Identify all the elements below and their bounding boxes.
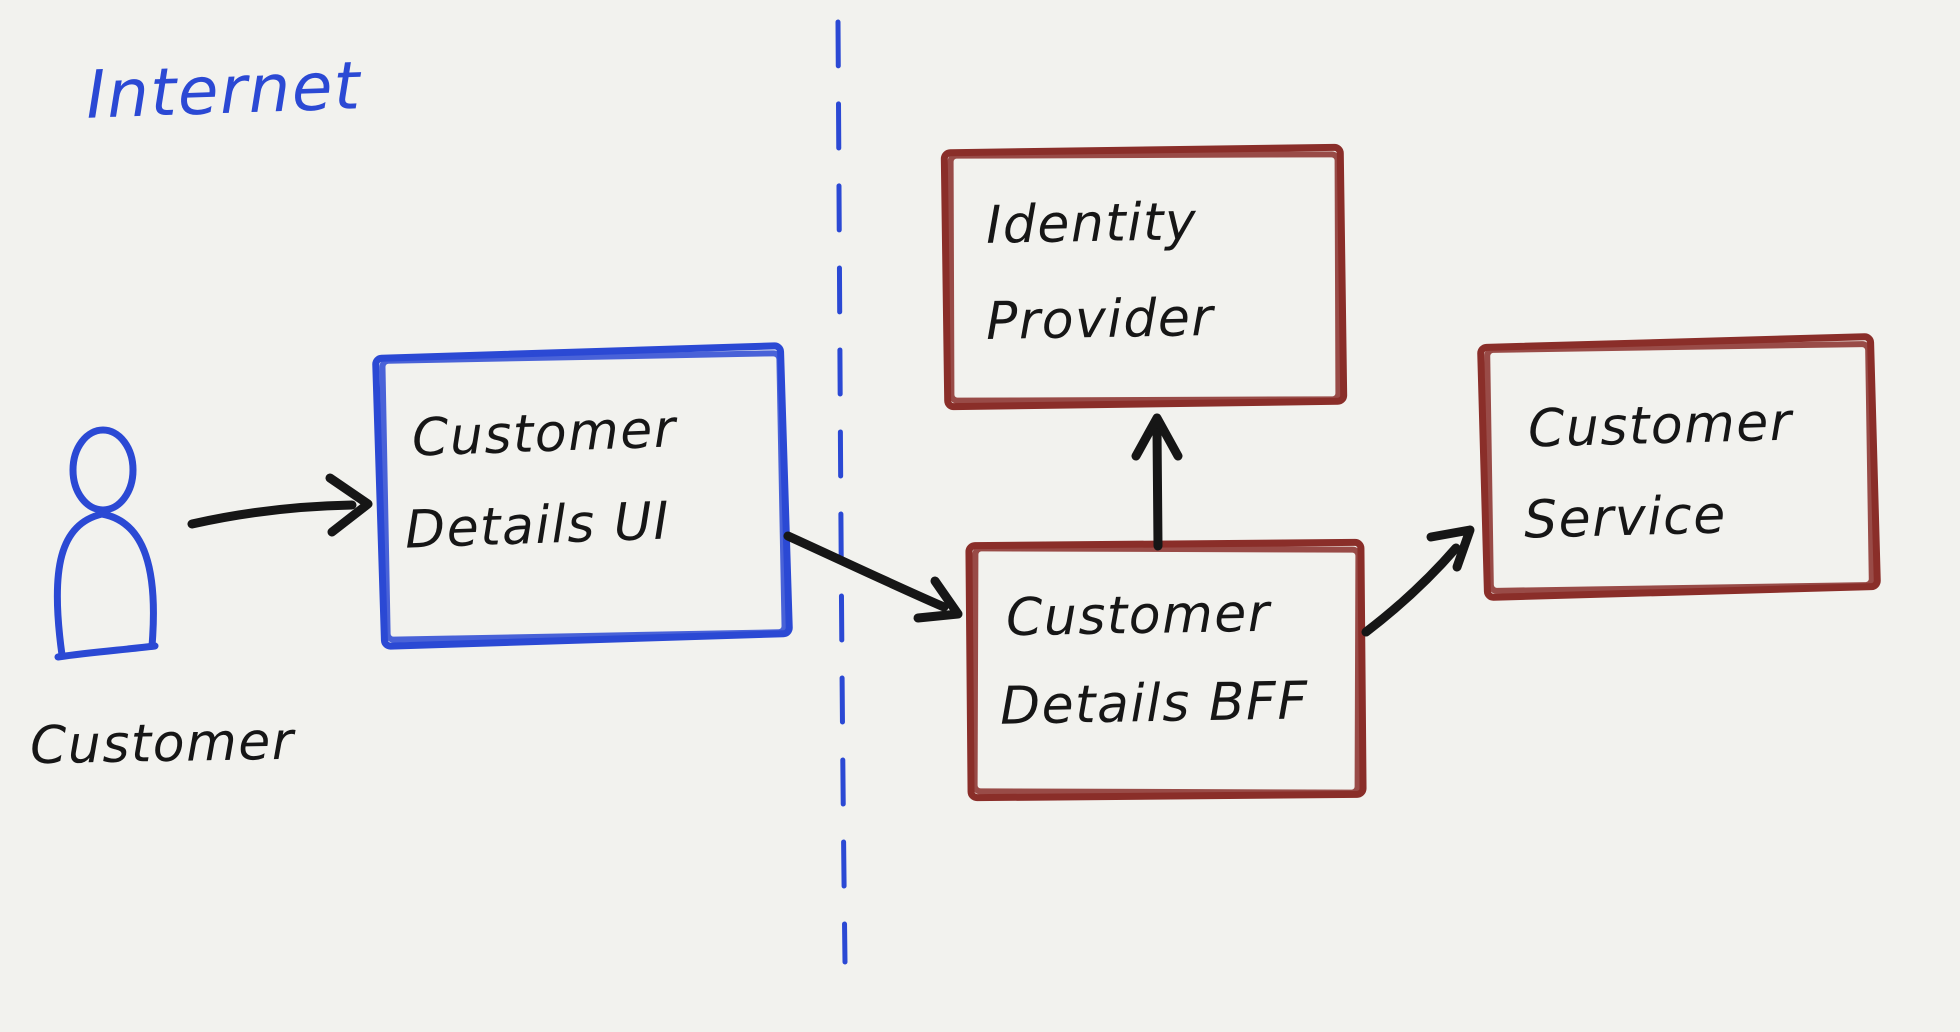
arrow-ui-to-bff: [783, 531, 963, 623]
customer-figure-icon: [53, 426, 159, 661]
customer-details-ui-box: [372, 342, 793, 650]
customer-details-ui-label-line2: Details UI: [404, 491, 672, 561]
customer-service-label-line1: Customer: [1527, 392, 1794, 460]
customer-details-bff-box: [965, 538, 1367, 802]
arrow-customer-to-ui: [187, 473, 373, 537]
identity-provider-box: [940, 143, 1348, 411]
internet-boundary-dashed-line: [835, 19, 848, 965]
customer-service-box: [1477, 333, 1881, 601]
identity-provider-label-line2: Provider: [985, 288, 1215, 352]
customer-service-label-line2: Service: [1523, 485, 1728, 551]
internet-zone-label: Internet: [84, 47, 363, 134]
customer-details-ui-label-line1: Customer: [411, 399, 678, 469]
arrow-bff-to-identity-provider: [1131, 413, 1183, 551]
customer-details-bff-label-line1: Customer: [1005, 583, 1272, 649]
identity-provider-label-line1: Identity: [985, 192, 1198, 256]
arrow-bff-to-customer-service: [1361, 525, 1475, 637]
customer-actor-label: Customer: [29, 711, 296, 777]
customer-details-bff-label-line2: Details BFF: [999, 671, 1310, 737]
